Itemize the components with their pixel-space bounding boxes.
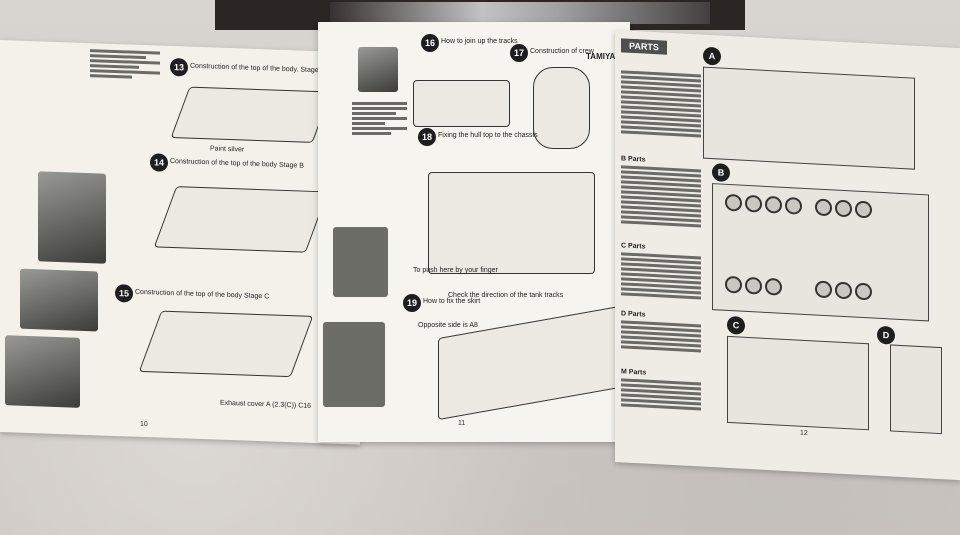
push-note: To push here by your finger [413,267,498,274]
step-title: Construction of crew [530,48,594,55]
instruction-text [352,102,407,137]
sprue-c [727,335,869,431]
tank-model-photo-1 [333,227,388,297]
tank-model-photo-2 [323,322,385,407]
step-number: 19 [403,294,421,312]
road-wheel [835,281,852,300]
step-number: 15 [115,284,133,303]
road-wheel [785,196,802,215]
step-number: 18 [418,128,436,146]
road-wheel [725,193,742,212]
road-wheel [745,194,762,213]
page-number-right: 12 [800,429,808,438]
road-wheel [855,200,872,219]
parts-list-m [621,378,701,412]
step-title: Construction of the top of the body Stag… [170,157,304,170]
hull-diagram-a [170,86,332,143]
hull-diagram-b [153,186,329,253]
parts-list-header: C Parts [621,242,646,251]
crew-figure-diagram [533,67,590,149]
track-direction-note: Check the direction of the tank tracks [448,292,564,299]
road-wheel [765,195,782,214]
step-title: How to fix the skirt [423,298,481,305]
plastic-bag [330,2,710,24]
road-wheel [745,276,762,295]
step-number: 16 [421,34,439,52]
step-title: Construction of the top of the body. Sta… [190,62,325,75]
road-wheel [815,280,832,299]
tank-photo-3 [5,335,80,408]
tank-photo-2 [20,268,98,332]
sprue-label-c: C [727,315,745,335]
step-number: 14 [150,153,168,172]
parts-list-a [621,70,701,139]
parts-list-header: M Parts [621,368,647,377]
crew-photo [358,47,398,92]
sprue-label-b: B [712,163,730,183]
parts-list-d [621,320,701,354]
manual-page-right: PARTS B Parts C Parts D Parts M Parts A … [615,30,960,481]
manual-page-left: 13 Construction of the top of the body. … [0,40,360,445]
manual-page-middle: 16 How to join up the tracks 17 Construc… [318,22,630,442]
parts-list-b [621,165,701,229]
skirt-note: Opposite side is A8 [418,322,478,329]
intro-text [90,49,160,81]
hull-diagram-c [138,310,314,378]
tank-photo-1 [38,171,106,264]
exhaust-note: Exhaust cover A (2.3(C)) C16 [220,399,312,410]
page-number-middle: 11 [458,420,466,427]
sprue-label-d: D [877,325,895,345]
hull-chassis-diagram [428,172,595,274]
sprue-a [703,66,915,170]
road-wheel [725,275,742,294]
parts-list-header: B Parts [621,155,646,164]
parts-title: PARTS [621,38,667,55]
road-wheel [765,277,782,296]
step-number: 17 [510,44,528,62]
paint-note: Paint silver [210,145,245,154]
road-wheel [815,198,832,217]
sprue-label-a: A [703,46,721,66]
parts-list-c [621,252,701,301]
road-wheel [835,199,852,218]
track-diagram [413,80,510,127]
road-wheel [855,282,872,301]
page-number-left: 10 [140,420,148,429]
step-title: Construction of the top of the body Stag… [135,288,270,301]
brand-label: TAMIYA [586,52,616,61]
sprue-d [890,344,942,435]
step-title: Fixing the hull top to the chassis [438,132,538,139]
step-title: How to join up the tracks [441,38,518,45]
parts-list-header: D Parts [621,310,646,319]
step-number: 13 [170,57,188,77]
